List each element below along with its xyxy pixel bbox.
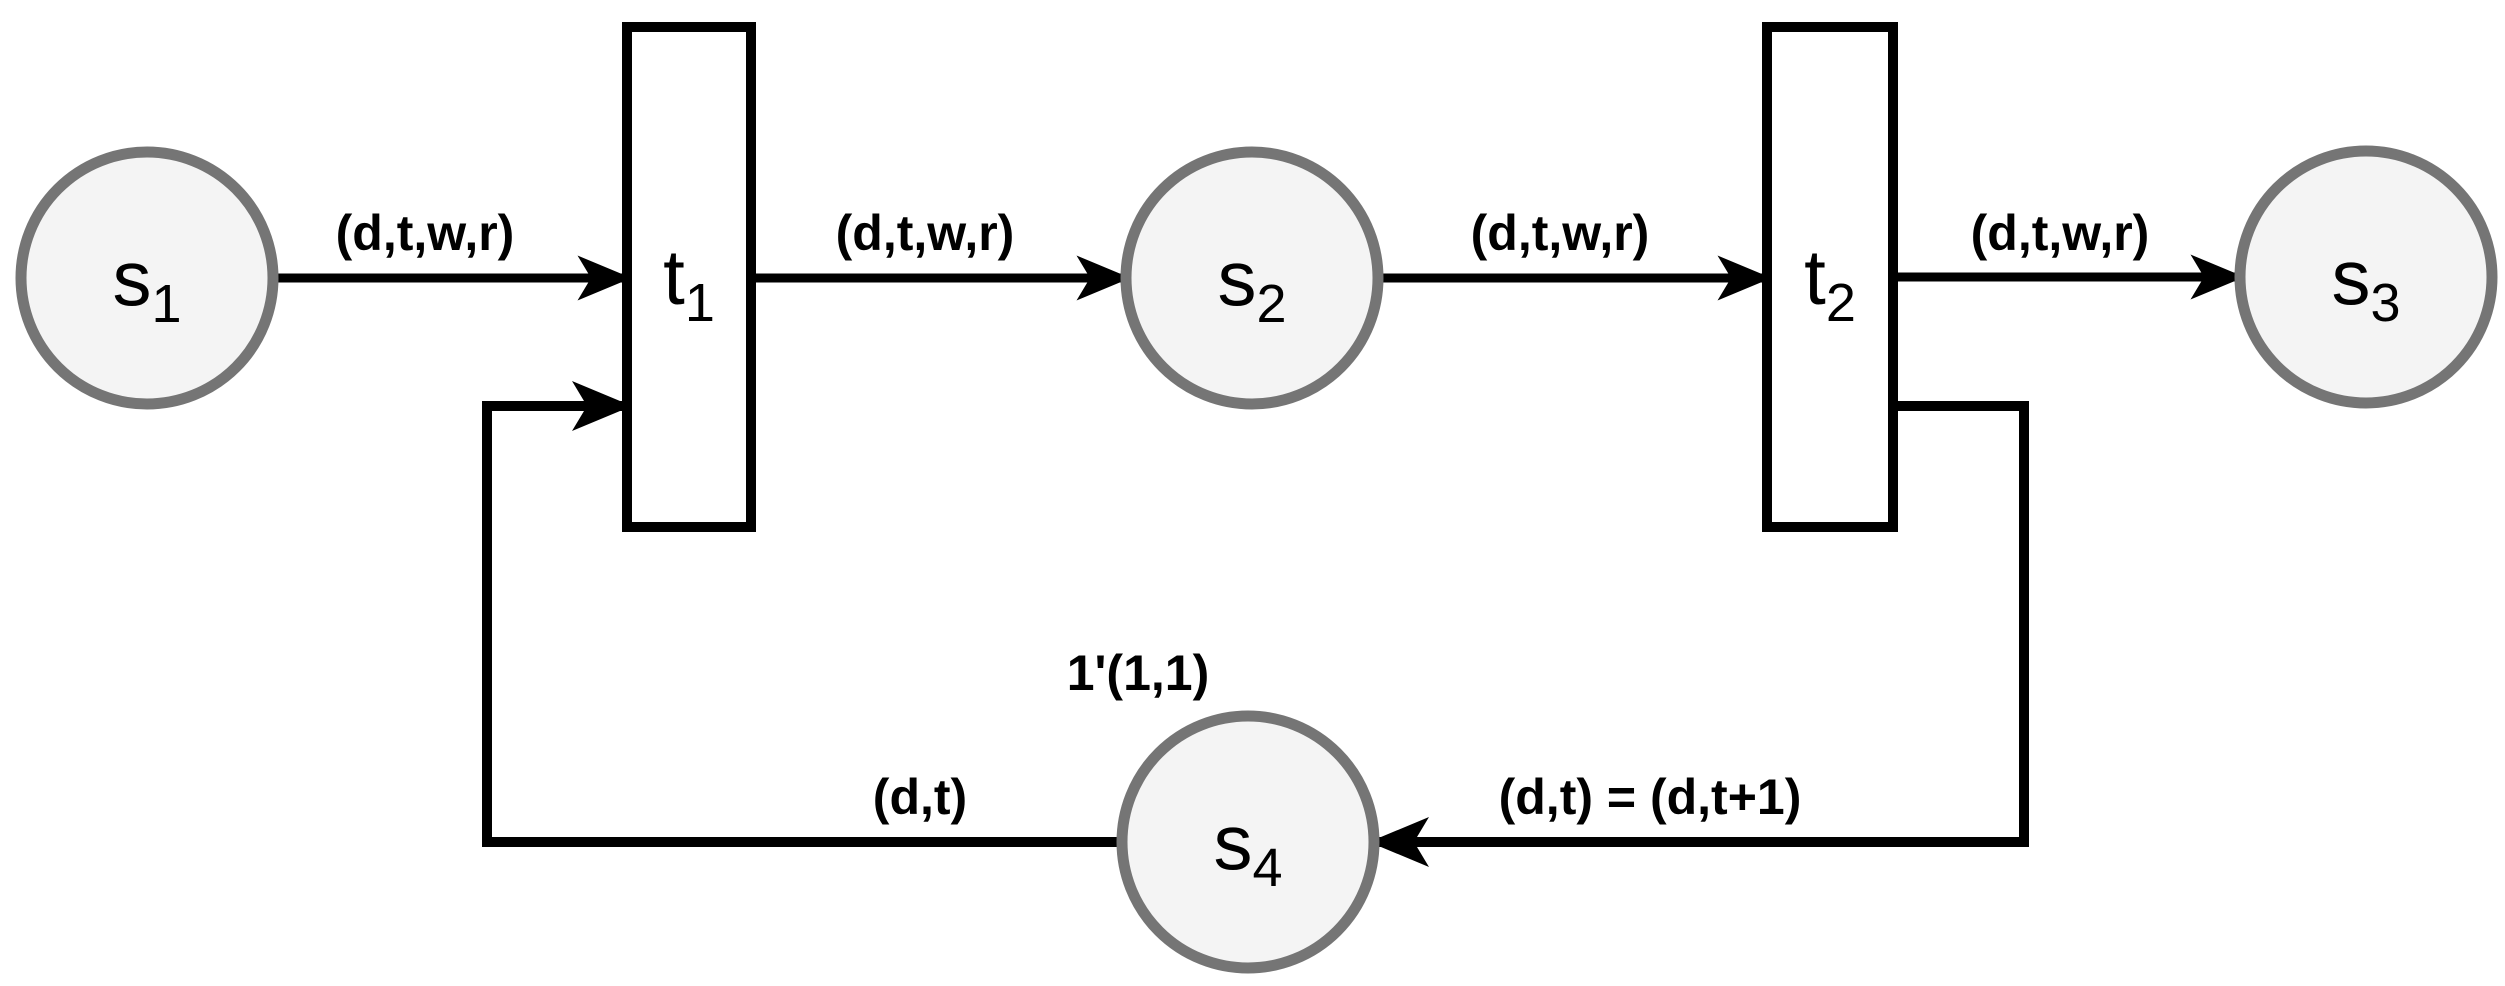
place-label-main: s: [1213, 798, 1252, 886]
arc-label-t1-s2: (d,t,w,r): [836, 205, 1015, 261]
place-label-main: s: [1217, 234, 1256, 322]
place-s4: [1116, 710, 1380, 974]
transition-t2: [1762, 22, 1898, 532]
transition-label-subscript: 1: [685, 273, 715, 333]
place-label-main: s: [112, 234, 151, 322]
place-s2: [1120, 146, 1384, 410]
place-label-s1: s1: [112, 234, 181, 334]
arc-label-s1-t1: (d,t,w,r): [336, 205, 515, 261]
transition-t1: [622, 22, 756, 532]
arc-label-s4-t1: (d,t): [873, 769, 967, 825]
place-label-subscript: 1: [151, 274, 181, 334]
place-label-s2: s2: [1217, 234, 1286, 334]
place-label-subscript: 2: [1256, 274, 1286, 334]
transition-label-main: t: [1804, 233, 1826, 321]
place-s3: [2234, 145, 2498, 409]
transition-label-subscript: 2: [1826, 273, 1856, 333]
place-label-s4: s4: [1213, 798, 1282, 898]
transition-label-t2: t2: [1804, 233, 1856, 333]
arc-s4-t1: [482, 381, 1122, 847]
place-label-subscript: 4: [1252, 838, 1282, 898]
arc-label-s2-t2: (d,t,w,r): [1471, 205, 1650, 261]
transition-label-t1: t1: [663, 233, 715, 333]
transition-label-main: t: [663, 233, 685, 321]
place-label-s3: s3: [2331, 233, 2400, 333]
arc-label-t2-s4: (d,t) = (d,t+1): [1499, 769, 1802, 825]
place-s1: [15, 146, 279, 410]
marking-label-s4: 1'(1,1): [1067, 645, 1210, 701]
place-label-main: s: [2331, 233, 2370, 321]
arc-t2-s4: [1369, 401, 2029, 867]
arc-label-t2-s3: (d,t,w,r): [1971, 205, 2150, 261]
place-label-subscript: 3: [2370, 273, 2400, 333]
